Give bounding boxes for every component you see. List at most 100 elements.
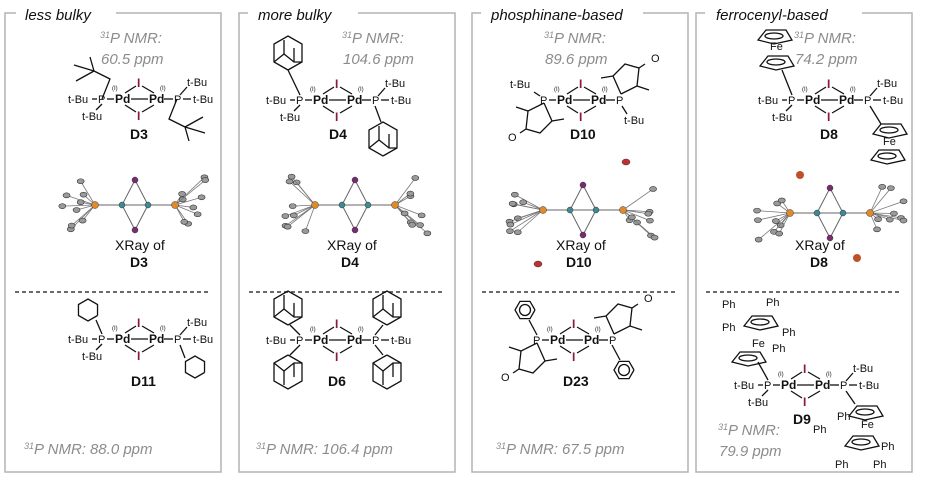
bond (141, 104, 155, 113)
bond (510, 209, 544, 225)
oxygen-atom: O (501, 372, 510, 384)
iodine-atom: I (827, 77, 830, 91)
iodine-atom: I (335, 77, 338, 91)
bond (757, 212, 791, 221)
tert-butyl-label: t-Bu (883, 95, 903, 107)
bond (761, 389, 769, 397)
tert-butyl-label: t-Bu (193, 334, 213, 346)
bond (374, 324, 384, 336)
bond (636, 85, 650, 91)
bond (124, 344, 137, 353)
bond (622, 209, 649, 215)
bond (869, 200, 904, 214)
bond (141, 85, 155, 94)
bond (289, 181, 316, 206)
palladium-atom: Pd (805, 93, 820, 107)
bond (322, 86, 335, 95)
svg-text:31P NMR:: 31P NMR: (544, 30, 606, 47)
carbon-atom-ellipsoid (301, 228, 310, 234)
compound-label: D10 (570, 126, 596, 142)
carbon-atom-ellipsoid (189, 204, 198, 211)
carbon-atom-ellipsoid (281, 213, 290, 219)
phenyl-label: Ph (722, 322, 735, 334)
oxidation-state: (I) (112, 326, 118, 332)
bond (341, 179, 356, 206)
adamantyl-cage (273, 362, 302, 372)
phenyl-label: Ph (772, 343, 785, 355)
carbon-atom-ellipsoid (873, 226, 881, 233)
bond (374, 105, 382, 123)
compound-label: D11 (131, 373, 156, 389)
tert-butyl-label: t-Bu (748, 397, 768, 409)
bond (829, 187, 844, 214)
adamantyl-cage (273, 308, 302, 318)
carbon-atom-ellipsoid (416, 222, 424, 228)
carbon-atom-ellipsoid (78, 217, 87, 224)
bond (569, 209, 584, 236)
bond (582, 209, 597, 236)
palladium-atom: Pd (591, 93, 606, 107)
tert-butyl-label: t-Bu (193, 94, 213, 106)
bond (339, 345, 353, 354)
carbonyl-bond (512, 368, 520, 374)
palladium-atom: Pd (584, 333, 599, 347)
svg-text:89.6 ppm: 89.6 ppm (545, 51, 608, 68)
oxidation-state: (I) (554, 87, 560, 93)
tert-butyl-label: t-Bu (68, 334, 88, 346)
panel-title: ferrocenyl-based (716, 7, 828, 24)
xray-structure (281, 173, 432, 237)
bond (287, 204, 316, 228)
nmr-readout: 31P NMR: 89.6 ppm (544, 30, 608, 68)
aromatic-circle (738, 354, 758, 362)
oxygen-atom-ellipsoid (621, 158, 631, 166)
oxidation-state: (I) (850, 87, 856, 93)
bond (89, 56, 95, 72)
bond (95, 343, 103, 351)
svg-text:D4: D4 (341, 254, 359, 270)
bond (778, 212, 791, 234)
nmr-readout: 31P NMR:106.4 ppm (256, 441, 393, 458)
aromatic-circle (764, 32, 784, 40)
aromatic-circle (750, 318, 770, 326)
svg-text:D10: D10 (566, 254, 592, 270)
bond (174, 204, 198, 215)
carbon-atom-ellipsoid (628, 214, 636, 221)
svg-text:79.9 ppm: 79.9 ppm (719, 443, 782, 460)
palladium-atom: Pd (550, 333, 565, 347)
phenyl-label: Ph (813, 424, 826, 436)
carbon-atom-ellipsoid (899, 198, 908, 205)
bond (339, 105, 353, 114)
bond (287, 69, 301, 96)
tert-butyl-label: t-Bu (859, 380, 879, 392)
bond (629, 325, 643, 331)
bond (291, 176, 316, 206)
panel-title: phosphinane-based (490, 7, 623, 24)
svg-text:XRay of: XRay of (115, 237, 165, 253)
iodine-atom-ellipsoid (131, 226, 139, 234)
bond (790, 390, 803, 399)
phosphinane-ring (605, 303, 633, 335)
tert-butyl-label: t-Bu (187, 77, 207, 89)
bond (869, 212, 904, 221)
svg-text:31P NMR:106.4 ppm: 31P NMR:106.4 ppm (256, 441, 393, 458)
iron-atom: Fe (861, 419, 874, 431)
carbon-atom-ellipsoid (72, 207, 81, 213)
svg-text:D8: D8 (810, 254, 828, 270)
palladium-atom: Pd (347, 333, 362, 347)
phosphinane-ring (525, 102, 553, 134)
palladium-atom-ellipsoid (839, 209, 847, 217)
oxygen-atom: O (508, 132, 517, 144)
carbon-atom-ellipsoid (193, 211, 202, 218)
iron-atom: Fe (752, 338, 765, 350)
adamantyl-cage (372, 362, 401, 372)
bond (869, 105, 882, 125)
oxidation-state: (I) (802, 87, 808, 93)
bond (829, 212, 844, 239)
tert-butyl-label: t-Bu (266, 335, 286, 347)
bond (354, 204, 369, 231)
cyclopentadienyl-ring (730, 351, 768, 367)
bond (71, 204, 96, 226)
